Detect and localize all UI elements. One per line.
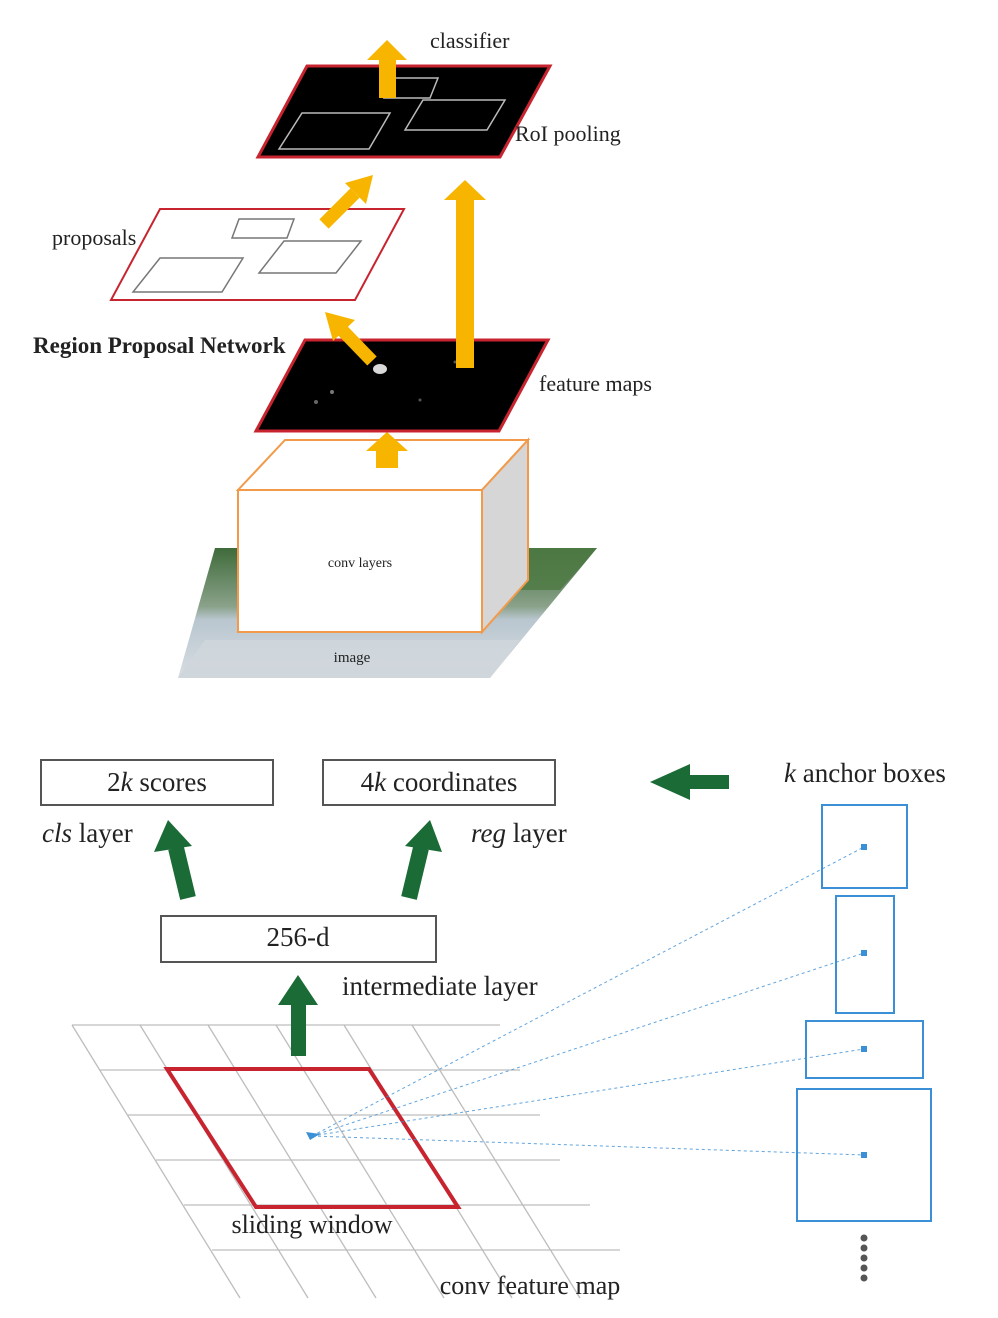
arrow-anchors-to-coords [650, 764, 729, 800]
feature-maps-label: feature maps [539, 371, 652, 396]
classifier-label: classifier [430, 28, 510, 53]
anchor-centers [861, 844, 867, 1158]
svg-text:256-d: 256-d [267, 922, 330, 952]
arrow-roi-to-classifier [367, 40, 407, 98]
anchor-boxes-label: k anchor boxes [784, 758, 946, 788]
svg-text:2k scores: 2k scores [107, 767, 207, 797]
intermediate-layer-label: intermediate layer [342, 971, 538, 1001]
scores-box: 2k scores [40, 759, 274, 806]
roi-pooling-label: RoI pooling [515, 121, 621, 146]
anchor-box-1 [821, 804, 908, 889]
arrow-conv-to-feature-maps [366, 432, 408, 468]
feature-maps-layer: feature maps [253, 338, 652, 433]
arrow-window-to-intermediate [278, 975, 318, 1056]
conv-feature-map-label: conv feature map [440, 1271, 620, 1300]
svg-text:4k coordinates: 4k coordinates [361, 767, 518, 797]
arrow-to-cls [154, 820, 196, 900]
arrow-feature-to-proposals [325, 312, 377, 366]
conv-layers-label: conv layers [328, 556, 392, 571]
sliding-window [163, 1067, 462, 1209]
proposals-label: proposals [52, 225, 136, 250]
rpn-label: Region Proposal Network [33, 333, 286, 358]
anchor-box-4 [796, 1088, 932, 1222]
coordinates-box: 4k coordinates [322, 759, 556, 806]
arrow-feature-to-roi [444, 180, 486, 368]
arrow-to-reg [401, 820, 442, 900]
reg-layer-label: reg layer [471, 818, 567, 848]
more-anchors-ellipsis [860, 1234, 868, 1282]
image-label: image [334, 650, 371, 666]
proposals-layer: proposals [52, 208, 406, 301]
cls-layer-label: cls layer [42, 818, 133, 848]
conv-layers-block: conv layers [235, 437, 531, 635]
anchor-box-3 [805, 1020, 924, 1079]
intermediate-box: 256-d [160, 915, 437, 963]
anchor-boxes [796, 804, 932, 1222]
conv-feature-map-grid [71, 1024, 620, 1299]
arrow-proposals-to-roi [319, 175, 373, 229]
window-center-marker [306, 1132, 320, 1140]
anchor-projection-lines [311, 846, 865, 1156]
roi-pooling-layer: RoI pooling [255, 64, 621, 159]
sliding-window-label: sliding window [231, 1210, 392, 1239]
anchor-box-2 [835, 895, 895, 1014]
